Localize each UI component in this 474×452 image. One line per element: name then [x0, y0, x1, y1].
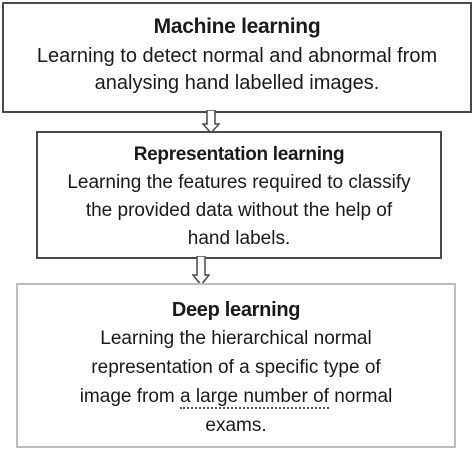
description-line: exams. [205, 415, 267, 436]
deep-learning-box: Deep learning Learning the hierarchical … [16, 283, 456, 448]
down-arrow-icon [192, 256, 210, 286]
description-line: hand labels. [187, 228, 291, 249]
underlined-phrase: a large number of [180, 386, 329, 409]
deep-learning-title: Deep learning [171, 299, 301, 321]
description-line: image from a large number of normal [18, 382, 454, 411]
description-line: the provided data without the help of [85, 200, 393, 221]
deep-learning-description: Learning the hierarchical normal represe… [18, 324, 454, 440]
description-line: analysing hand labelled images. [94, 72, 380, 94]
machine-learning-description: Learning to detect normal and abnormal f… [4, 43, 470, 97]
machine-learning-title: Machine learning [153, 15, 321, 38]
description-text: normal [328, 386, 393, 407]
representation-learning-title: Representation learning [133, 144, 345, 165]
representation-learning-description: Learning the features required to classi… [38, 169, 440, 253]
description-line: Learning the features required to classi… [67, 172, 411, 193]
representation-learning-box: Representation learning Learning the fea… [36, 131, 442, 259]
description-line: Learning to detect normal and abnormal f… [36, 45, 438, 67]
machine-learning-box: Machine learning Learning to detect norm… [2, 2, 472, 113]
description-line: representation of a specific type of [91, 357, 381, 378]
description-text: image from [79, 386, 181, 407]
down-arrow-icon [202, 110, 220, 134]
description-line: Learning the hierarchical normal [100, 328, 372, 349]
